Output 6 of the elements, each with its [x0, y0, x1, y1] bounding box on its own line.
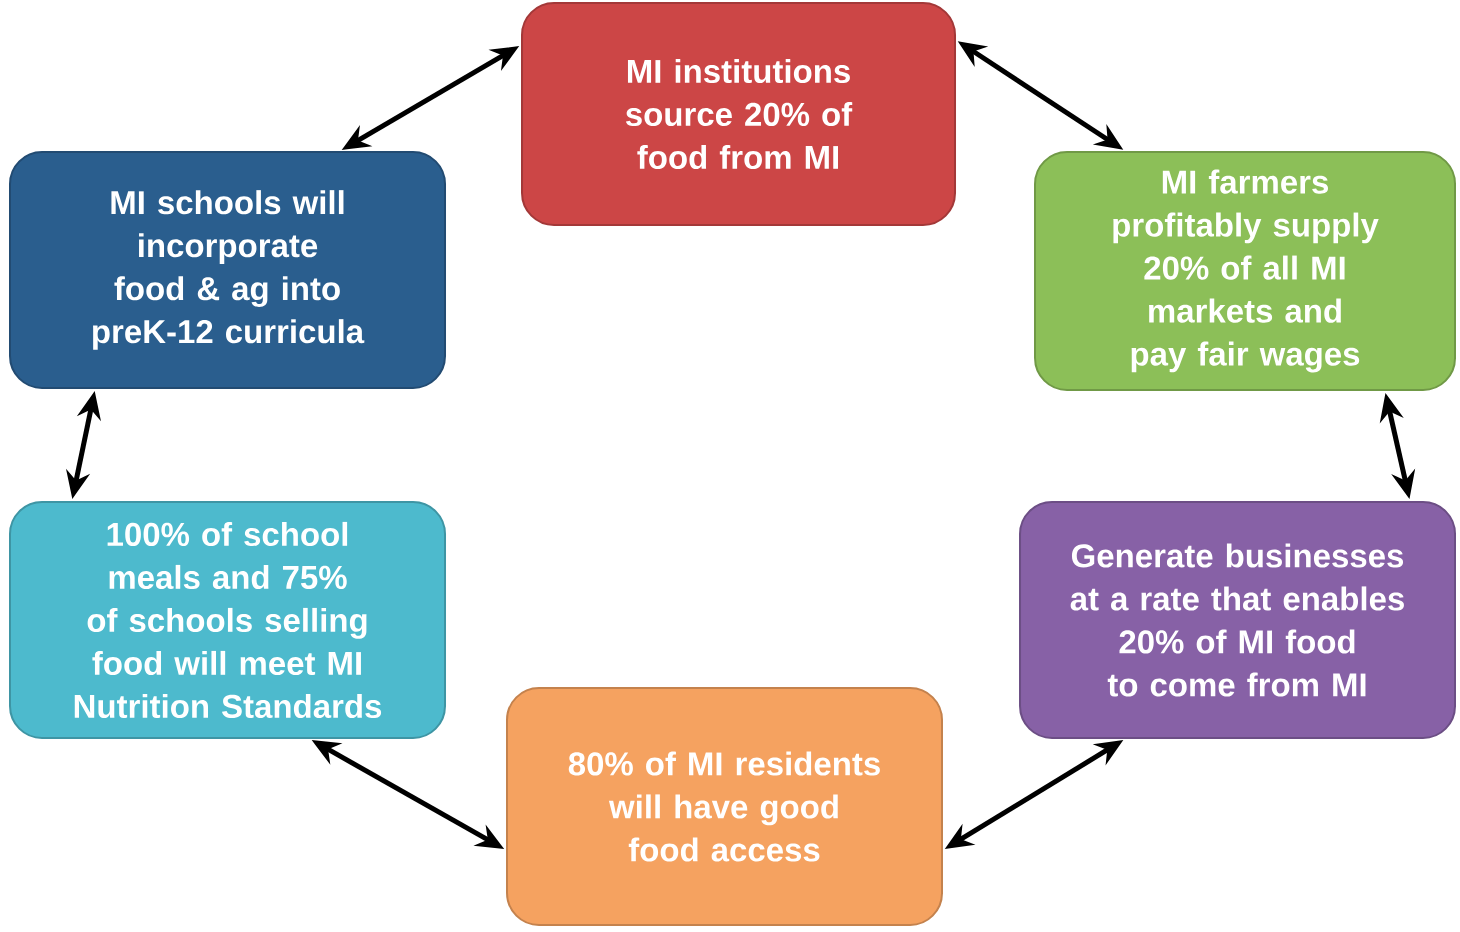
goal-box: MI farmers profitably supply 20% of all MI markets and pay fair wages — [1034, 151, 1456, 391]
goal-box: 80% of MI residents will have good food access — [506, 687, 943, 926]
goal-box: MI schools will incorporate food & ag into preK-12 curricula — [9, 151, 446, 389]
goal-box: 100% of school meals and 75% of schools selling food will meet MI Nutrition Standards — [9, 501, 446, 739]
goal-box: MI institutions source 20% of food from MI — [521, 2, 956, 226]
goal-box: Generate businesses at a rate that enables 20% of MI food to come from MI — [1019, 501, 1456, 739]
